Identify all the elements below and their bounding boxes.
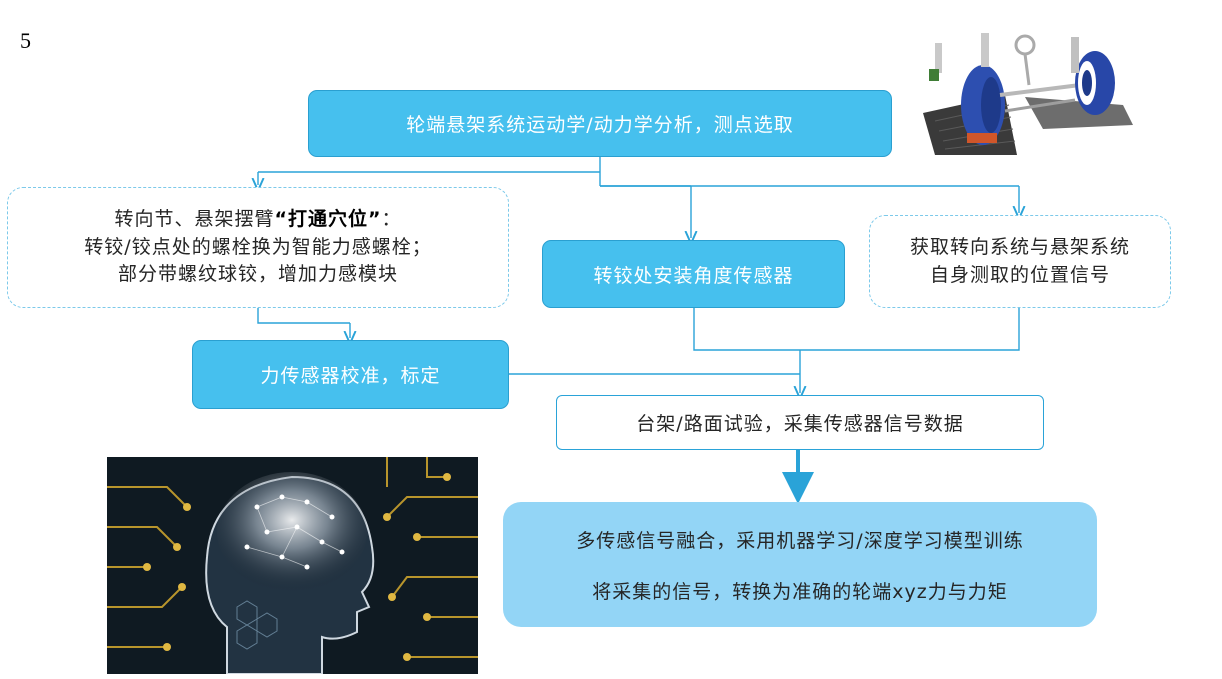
knuckle-bolt-line1-suffix: ： — [381, 208, 402, 231]
suspension-wheel-image — [905, 25, 1145, 157]
knuckle-bolt-line2: 转铰/铰点处的螺栓换为智能力感螺栓； — [84, 235, 432, 258]
knuckle-bolt-line1-prefix: 转向节、悬架摆臂 — [114, 208, 275, 231]
position-signal-box: 获取转向系统与悬架系统 自身测取的位置信号 — [869, 215, 1171, 308]
knuckle-bolt-line3: 部分带螺纹球铰，增加力感模块 — [117, 263, 398, 286]
angle-sensor-text: 转铰处安装角度传感器 — [593, 264, 794, 287]
calibration-text: 力传感器校准，标定 — [260, 365, 441, 387]
signal-fusion-line2: 将采集的信号，转换为准确的轮端xyz力与力矩 — [592, 580, 1008, 603]
knuckle-bolt-line1: 转向节、悬架摆臂“打通穴位”： — [114, 206, 401, 234]
signal-fusion-box: 多传感信号融合，采用机器学习/深度学习模型训练 将采集的信号，转换为准确的轮端x… — [503, 502, 1097, 627]
signal-fusion-line1: 多传感信号融合，采用机器学习/深度学习模型训练 — [576, 529, 1024, 552]
kinematics-analysis-text: 轮端悬架系统运动学/动力学分析，测点选取 — [406, 114, 794, 136]
slide-number: 5 — [20, 28, 31, 53]
kinematics-analysis-box: 轮端悬架系统运动学/动力学分析，测点选取 — [308, 90, 892, 157]
angle-sensor-box: 转铰处安装角度传感器 — [542, 240, 845, 308]
knuckle-bolt-box: 转向节、悬架摆臂“打通穴位”： 转铰/铰点处的螺栓换为智能力感螺栓； 部分带螺纹… — [7, 187, 509, 308]
calibration-box: 力传感器校准，标定 — [192, 340, 509, 409]
knuckle-bolt-line1-bold: “打通穴位” — [274, 208, 382, 231]
test-collection-box: 台架/路面试验，采集传感器信号数据 — [556, 395, 1044, 450]
ai-brain-image — [107, 457, 478, 674]
position-signal-line1: 获取转向系统与悬架系统 — [909, 235, 1130, 258]
test-collection-text: 台架/路面试验，采集传感器信号数据 — [636, 413, 964, 435]
position-signal-line2: 自身测取的位置信号 — [929, 263, 1110, 286]
